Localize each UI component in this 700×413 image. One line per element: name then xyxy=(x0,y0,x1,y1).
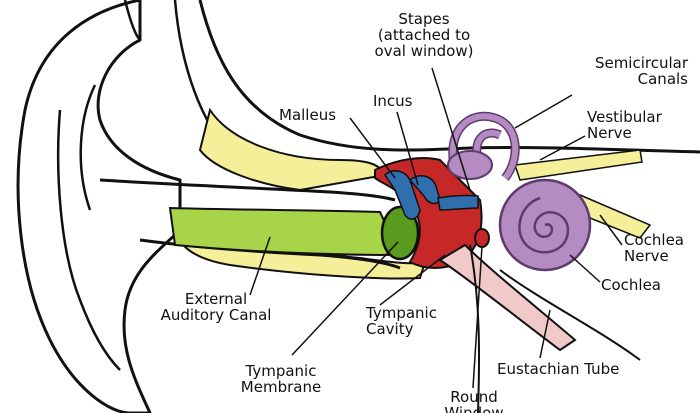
label-cochlea-nerve: Cochlea Nerve xyxy=(624,231,684,265)
nerve-line-a xyxy=(469,244,481,413)
label-external-auditory-canal: External Auditory Canal xyxy=(160,290,272,324)
vestibule-shape xyxy=(447,150,493,180)
leader-lines xyxy=(249,67,623,389)
nerve-line-b xyxy=(499,269,641,361)
tympanic-membrane-shape xyxy=(380,205,420,261)
vestibular-nerve-shape xyxy=(513,149,643,181)
yellow-tissue-upper xyxy=(198,107,387,192)
leader-malleus xyxy=(349,117,396,179)
label-tympanic-membrane: Tympanic Membrane xyxy=(240,362,322,396)
leader-tympanic-cavity xyxy=(379,254,446,306)
skull-contour xyxy=(198,0,700,154)
label-stapes: Stapes (attached to oval window) xyxy=(374,10,474,60)
external-auditory-canal-shape xyxy=(168,206,402,257)
label-tympanic-cavity: Tympanic Cavity xyxy=(366,304,437,338)
label-malleus: Malleus xyxy=(279,106,337,124)
label-eustachian-tube: Eustachian Tube xyxy=(497,360,620,378)
label-incus: Incus xyxy=(373,92,413,110)
leader-cochlea-nerve xyxy=(599,214,623,246)
leader-semicircular xyxy=(514,94,573,129)
cochlea-spiral xyxy=(518,196,570,254)
malleus-shape xyxy=(384,170,421,220)
label-round-window: Round Window xyxy=(444,389,504,413)
skull-contour-top xyxy=(123,0,141,41)
leader-eustachian xyxy=(539,309,551,359)
leader-round-window xyxy=(472,245,483,389)
canal-top-wall xyxy=(99,178,396,202)
leader-tympanic-membrane xyxy=(291,241,399,356)
label-cochlea: Cochlea xyxy=(601,276,661,294)
round-window-shape xyxy=(474,228,490,248)
leader-external-canal xyxy=(249,236,271,296)
pinna xyxy=(16,0,182,413)
label-vestibular-nerve: Vestibular Nerve xyxy=(587,108,662,142)
leader-stapes xyxy=(431,67,471,191)
leader-incus xyxy=(396,111,419,186)
stapes-shape xyxy=(437,194,479,211)
label-semicircular-canals: Semicircular Canals xyxy=(594,54,688,88)
leader-cochlea xyxy=(569,254,601,283)
leader-vestibular xyxy=(539,135,586,161)
